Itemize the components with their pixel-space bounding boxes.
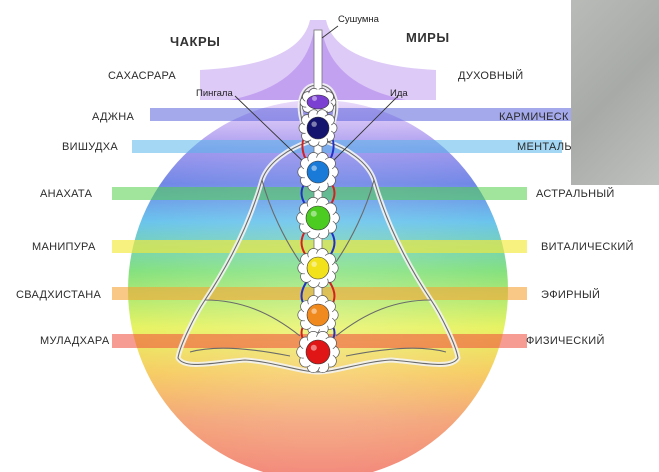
chakra-svadhisthana <box>298 296 338 335</box>
chakras-header: ЧАКРЫ <box>170 34 220 49</box>
world-label-mental: МЕНТАЛЬ <box>517 141 572 153</box>
worlds-header: МИРЫ <box>406 30 450 45</box>
world-label-physical: ФИЗИЧЕСКИЙ <box>526 335 605 347</box>
world-label-etheric: ЭФИРНЫЙ <box>541 289 600 301</box>
chakra-ball <box>307 257 329 279</box>
chakra-ajna <box>299 110 337 147</box>
chakra-label-svadhisthana: СВАДХИСТАНА <box>16 289 101 301</box>
world-label-astral: АСТРАЛЬНЫЙ <box>536 188 615 200</box>
chakra-muladhara <box>297 331 340 372</box>
chakra-ball <box>307 304 329 326</box>
chakra-ball <box>306 340 330 364</box>
chakra-label-vishuddha: ВИШУДХА <box>62 141 118 153</box>
world-label-vital: ВИТАЛИЧЕСКИЙ <box>541 241 634 253</box>
chakra-highlight <box>311 261 317 267</box>
sushumna-label: Сушумна <box>338 14 379 25</box>
chakra-manipura <box>298 249 338 288</box>
chakra-ball <box>307 95 329 109</box>
chakra-highlight <box>312 96 317 101</box>
gray-overlay-block <box>571 0 659 185</box>
chakra-label-ajna: АДЖНА <box>92 111 134 123</box>
chakra-highlight <box>311 308 317 314</box>
chakra-highlight <box>311 165 317 171</box>
world-label-spiritual: ДУХОВНЫЙ <box>458 70 523 82</box>
world-label-karmic: КАРМИЧЕСК <box>499 111 569 123</box>
chakra-vishuddha <box>298 153 338 192</box>
chakra-anahata <box>297 197 340 238</box>
chakra-ball <box>306 206 330 230</box>
chakra-ball <box>307 161 329 183</box>
chakra-label-manipura: МАНИПУРА <box>32 241 96 253</box>
pingala-label: Пингала <box>196 88 233 99</box>
chakra-label-muladhara: МУЛАДХАРА <box>40 335 109 347</box>
chakra-label-anahata: АНАХАТА <box>40 188 92 200</box>
ida-label: Ида <box>390 88 408 99</box>
chakra-highlight <box>311 345 317 351</box>
chakra-label-sahasrara: САХАСРАРА <box>108 70 176 82</box>
chakra-highlight <box>311 211 317 217</box>
chakra-highlight <box>311 121 317 127</box>
chakra-ball <box>307 117 329 139</box>
